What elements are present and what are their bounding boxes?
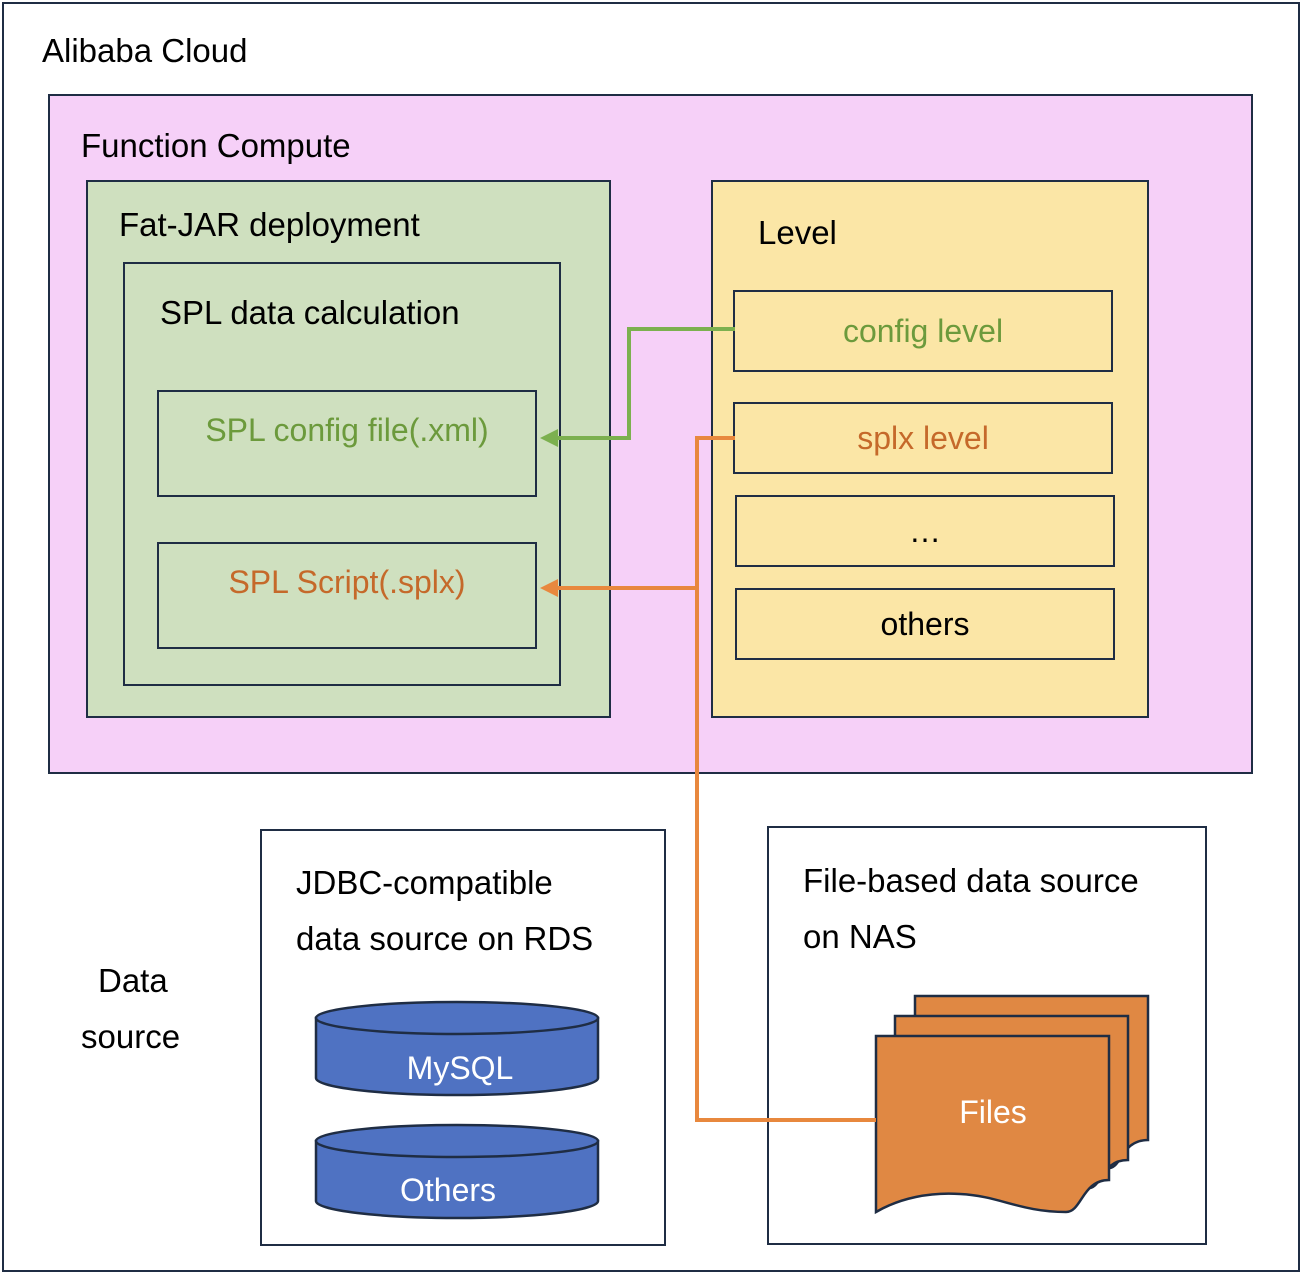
fatjar-deployment-title: Fat-JAR deployment xyxy=(119,206,420,243)
files-icon: Files xyxy=(874,994,1150,1215)
level-item-config-label: config level xyxy=(842,312,1004,349)
jdbc-title-line1: JDBC-compatible xyxy=(296,864,553,901)
data-source-label-line2: source xyxy=(81,1018,181,1055)
level-item-ellipsis: … xyxy=(735,495,1115,567)
level-item-ellipsis-label: … xyxy=(909,512,941,549)
files-label: Files xyxy=(959,1094,1027,1130)
spl-script-box: SPL Script(.splx) xyxy=(157,542,537,649)
spl-config-file-box: SPL config file(.xml) xyxy=(157,390,537,497)
others-database-icon: Others xyxy=(314,1123,600,1220)
level-item-splx: splx level xyxy=(733,402,1113,474)
mysql-label: MySQL xyxy=(407,1050,514,1086)
level-title: Level xyxy=(758,214,837,251)
level-item-others-label: others xyxy=(880,605,970,642)
level-item-config: config level xyxy=(733,290,1113,372)
jdbc-title-line2: data source on RDS xyxy=(296,920,594,957)
mysql-database-icon: MySQL xyxy=(314,1000,600,1097)
level-item-others: others xyxy=(735,588,1115,660)
spl-data-calculation-title: SPL data calculation xyxy=(160,294,460,331)
spl-script-label: SPL Script(.splx) xyxy=(228,564,466,600)
level-item-splx-label: splx level xyxy=(857,419,989,456)
alibaba-cloud-title: Alibaba Cloud xyxy=(42,32,248,69)
spl-config-file-label: SPL config file(.xml) xyxy=(205,412,489,448)
others-db-label: Others xyxy=(400,1172,496,1208)
data-source-label-line1: Data xyxy=(98,962,168,999)
nas-title-line1: File-based data source xyxy=(803,862,1139,899)
function-compute-title: Function Compute xyxy=(81,127,351,164)
nas-title-line2: on NAS xyxy=(803,918,917,955)
